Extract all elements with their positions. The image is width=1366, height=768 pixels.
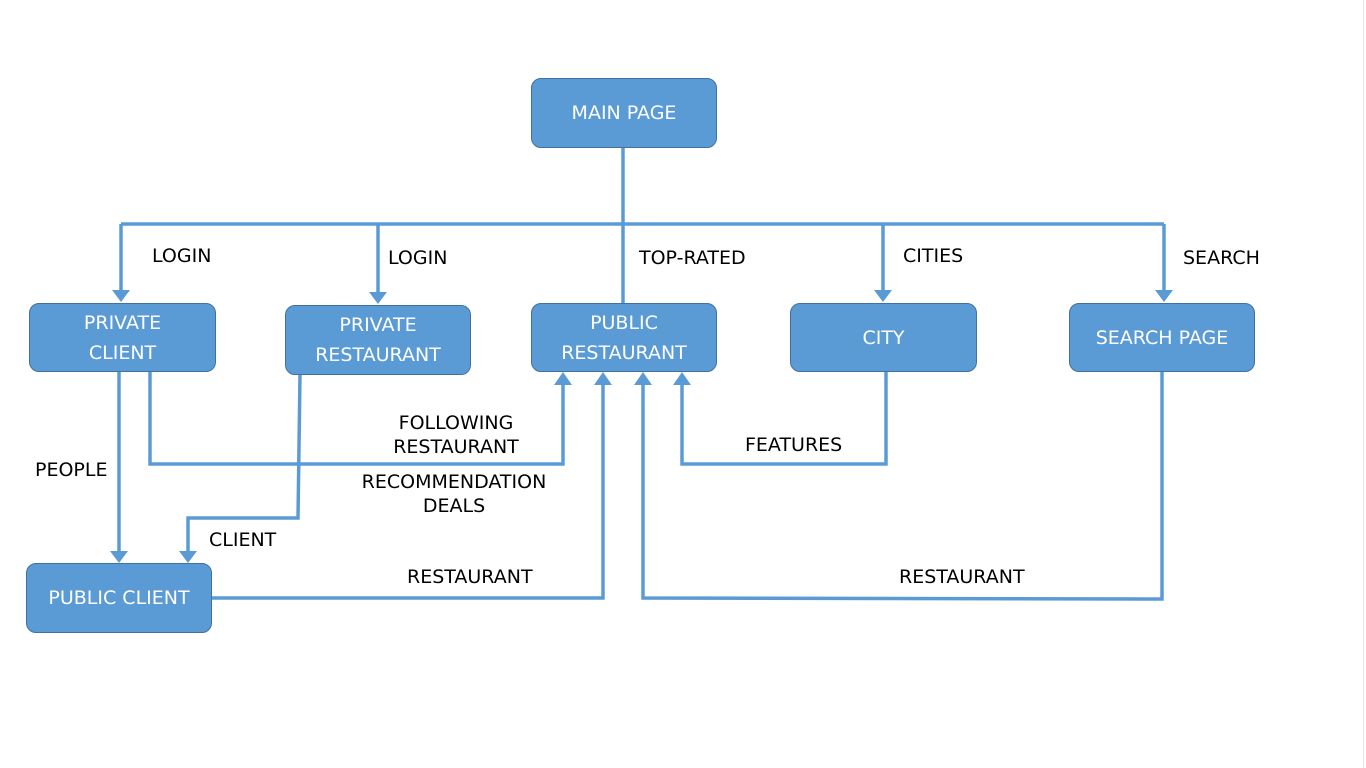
node-private-client-label-line-1: PRIVATE (83, 311, 162, 334)
edge-label-restaurant-from-search: RESTAURANT (899, 566, 1025, 588)
connector-client (186, 374, 302, 551)
edge-label-login-restaurant: LOGIN (388, 247, 448, 269)
node-public-restaurant: PUBLIC RESTAURANT (531, 303, 717, 372)
arrowhead-private-restaurant (369, 292, 387, 304)
edge-label-following-restaurant-line-2: RESTAURANT (393, 436, 519, 458)
node-public-client: PUBLIC CLIENT (26, 563, 212, 633)
arrowhead-city (874, 290, 892, 302)
node-main-page: MAIN PAGE (531, 78, 717, 148)
arrowhead-restaurant-from-search (634, 372, 652, 385)
edge-label-people: PEOPLE (35, 459, 108, 481)
arrowhead-following-restaurant (554, 372, 572, 385)
edge-label-following-restaurant: FOLLOWING RESTAURANT (366, 411, 546, 459)
node-private-client: PRIVATE CLIENT (29, 303, 216, 372)
node-public-restaurant-label-line-2: RESTAURANT (561, 341, 687, 364)
node-public-restaurant-label-line-1: PUBLIC (590, 311, 658, 334)
node-city: CITY (790, 303, 977, 372)
arrowhead-search-page (1155, 290, 1173, 302)
node-private-client-label-line-2: CLIENT (88, 341, 157, 364)
arrowhead-features (673, 372, 691, 385)
edge-label-login-client: LOGIN (152, 245, 212, 267)
edge-label-following-restaurant-line-1: FOLLOWING (398, 412, 514, 434)
arrowhead-client (179, 551, 197, 563)
edge-label-recommendation-deals-line-2: DEALS (422, 495, 486, 517)
edge-label-search: SEARCH (1183, 247, 1260, 269)
node-public-client-label: PUBLIC CLIENT (48, 587, 190, 609)
edge-label-top-rated: TOP-RATED (639, 247, 746, 269)
right-edge-border (1363, 0, 1364, 768)
connector-following-restaurant (148, 372, 565, 466)
connector-restaurant-from-client (212, 384, 605, 600)
node-private-restaurant-label-line-2: RESTAURANT (315, 344, 441, 366)
arrowhead-restaurant-from-client (594, 372, 612, 385)
edge-label-restaurant-from-client: RESTAURANT (407, 566, 533, 588)
connector-features (680, 372, 888, 466)
node-search-page: SEARCH PAGE (1069, 303, 1255, 372)
connector-restaurant-from-search (641, 372, 1164, 601)
node-private-restaurant-label-line-1: PRIVATE (339, 314, 417, 336)
node-city-label: CITY (862, 326, 905, 349)
edge-label-recommendation-deals: RECOMMENDATION DEALS (342, 470, 566, 518)
edge-label-cities: CITIES (903, 245, 964, 267)
node-search-page-label: SEARCH PAGE (1095, 326, 1229, 349)
node-main-page-label: MAIN PAGE (571, 102, 677, 124)
node-private-restaurant: PRIVATE RESTAURANT (285, 305, 471, 375)
arrowhead-private-client (112, 290, 130, 302)
arrowhead-people (110, 551, 128, 563)
edge-label-client: CLIENT (209, 529, 277, 551)
edge-label-recommendation-deals-line-1: RECOMMENDATION (361, 471, 547, 493)
edge-label-features: FEATURES (745, 434, 843, 456)
